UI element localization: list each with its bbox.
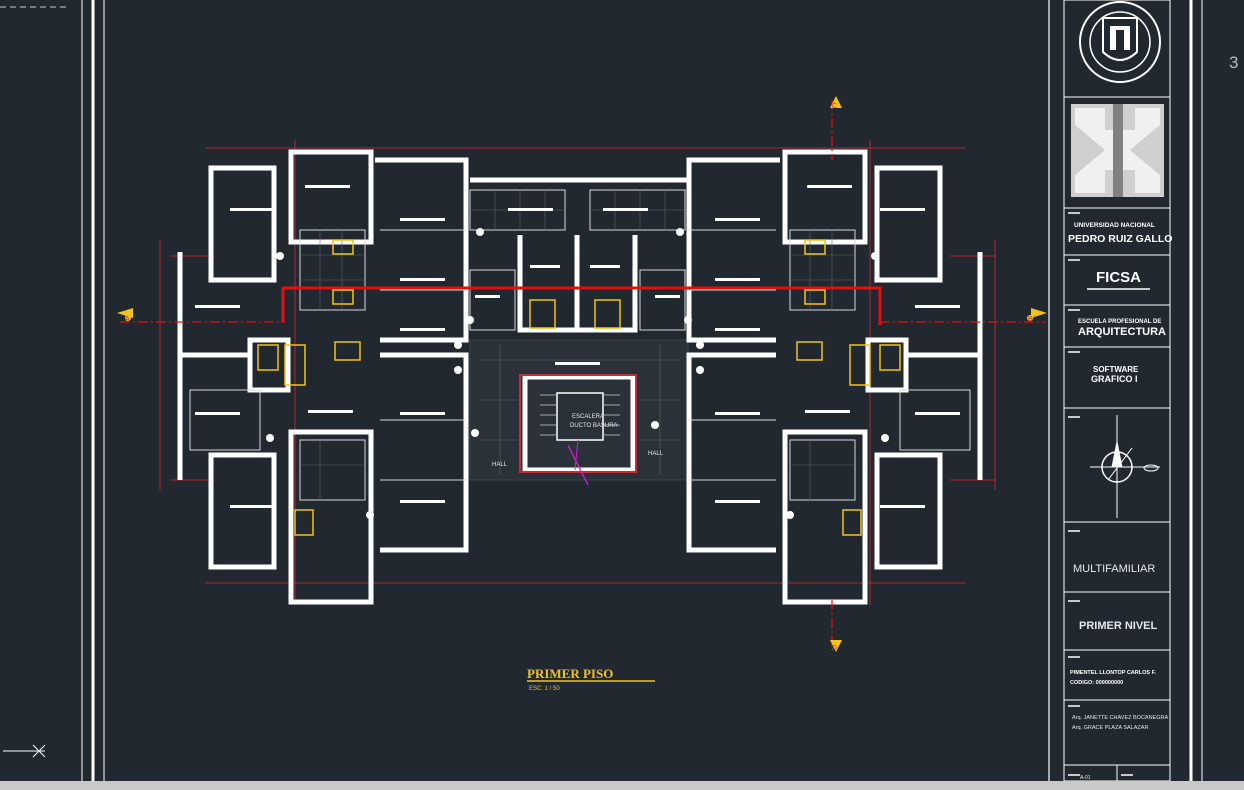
axis-marker-a: A bbox=[125, 316, 130, 323]
axis-marker-b: B bbox=[1028, 316, 1033, 323]
drawing-title: PRIMER PISO bbox=[527, 666, 613, 681]
faculty-name: FICSA bbox=[1096, 269, 1141, 286]
sheet-name: PRIMER NIVEL bbox=[1079, 620, 1158, 632]
fixtures bbox=[257, 239, 901, 536]
course-line1: SOFTWARE bbox=[1093, 365, 1139, 374]
ucs-icon bbox=[3, 744, 46, 758]
project-name: MULTIFAMILIAR bbox=[1073, 563, 1155, 575]
section-line bbox=[281, 286, 882, 325]
sheet-code: A-01 bbox=[1080, 775, 1091, 781]
course-line2: GRAFICO I bbox=[1091, 374, 1138, 384]
viewport-number[interactable]: 3 bbox=[1229, 53, 1239, 72]
hall-left-label: HALL bbox=[492, 462, 508, 468]
school-name-line1: ESCUELA PROFESIONAL DE bbox=[1078, 319, 1161, 325]
ducto-label: DUCTO BASURA bbox=[570, 423, 618, 429]
university-name-line2: PEDRO RUIZ GALLO bbox=[1068, 233, 1172, 245]
stair-label: ESCALERA bbox=[572, 414, 604, 420]
drawing-scale: ESC. 1 / 50 bbox=[529, 686, 560, 692]
staircase bbox=[519, 374, 637, 486]
doors bbox=[266, 228, 889, 519]
faculty-logo bbox=[1071, 104, 1164, 197]
walls bbox=[177, 149, 983, 605]
room-labels bbox=[195, 185, 960, 508]
school-name-line2: ARQUITECTURA bbox=[1078, 326, 1166, 338]
plan-group: A B C D bbox=[117, 96, 1047, 692]
university-seal bbox=[1079, 1, 1161, 83]
section-markers bbox=[117, 96, 1047, 652]
axis-marker-d: D bbox=[832, 645, 837, 652]
status-bar bbox=[0, 781, 1244, 790]
student-code: CODIGO: 000000000 bbox=[1070, 680, 1123, 686]
title-block: UNIVERSIDAD NACIONAL PEDRO RUIZ GALLO FI… bbox=[1063, 0, 1172, 782]
advisor-1: Arq. JANETTE CHAVEZ BOCANEGRA bbox=[1072, 715, 1168, 721]
university-name-line1: UNIVERSIDAD NACIONAL bbox=[1074, 222, 1155, 229]
axis-marker-c: C bbox=[832, 103, 837, 110]
student-name: PIMENTEL LLONTOP CARLOS F. bbox=[1070, 670, 1156, 676]
north-arrow-icon bbox=[1090, 415, 1160, 518]
hall-right-label: HALL bbox=[648, 451, 664, 457]
advisor-2: Arq. GRACE PLAZA SALAZAR bbox=[1072, 725, 1148, 731]
